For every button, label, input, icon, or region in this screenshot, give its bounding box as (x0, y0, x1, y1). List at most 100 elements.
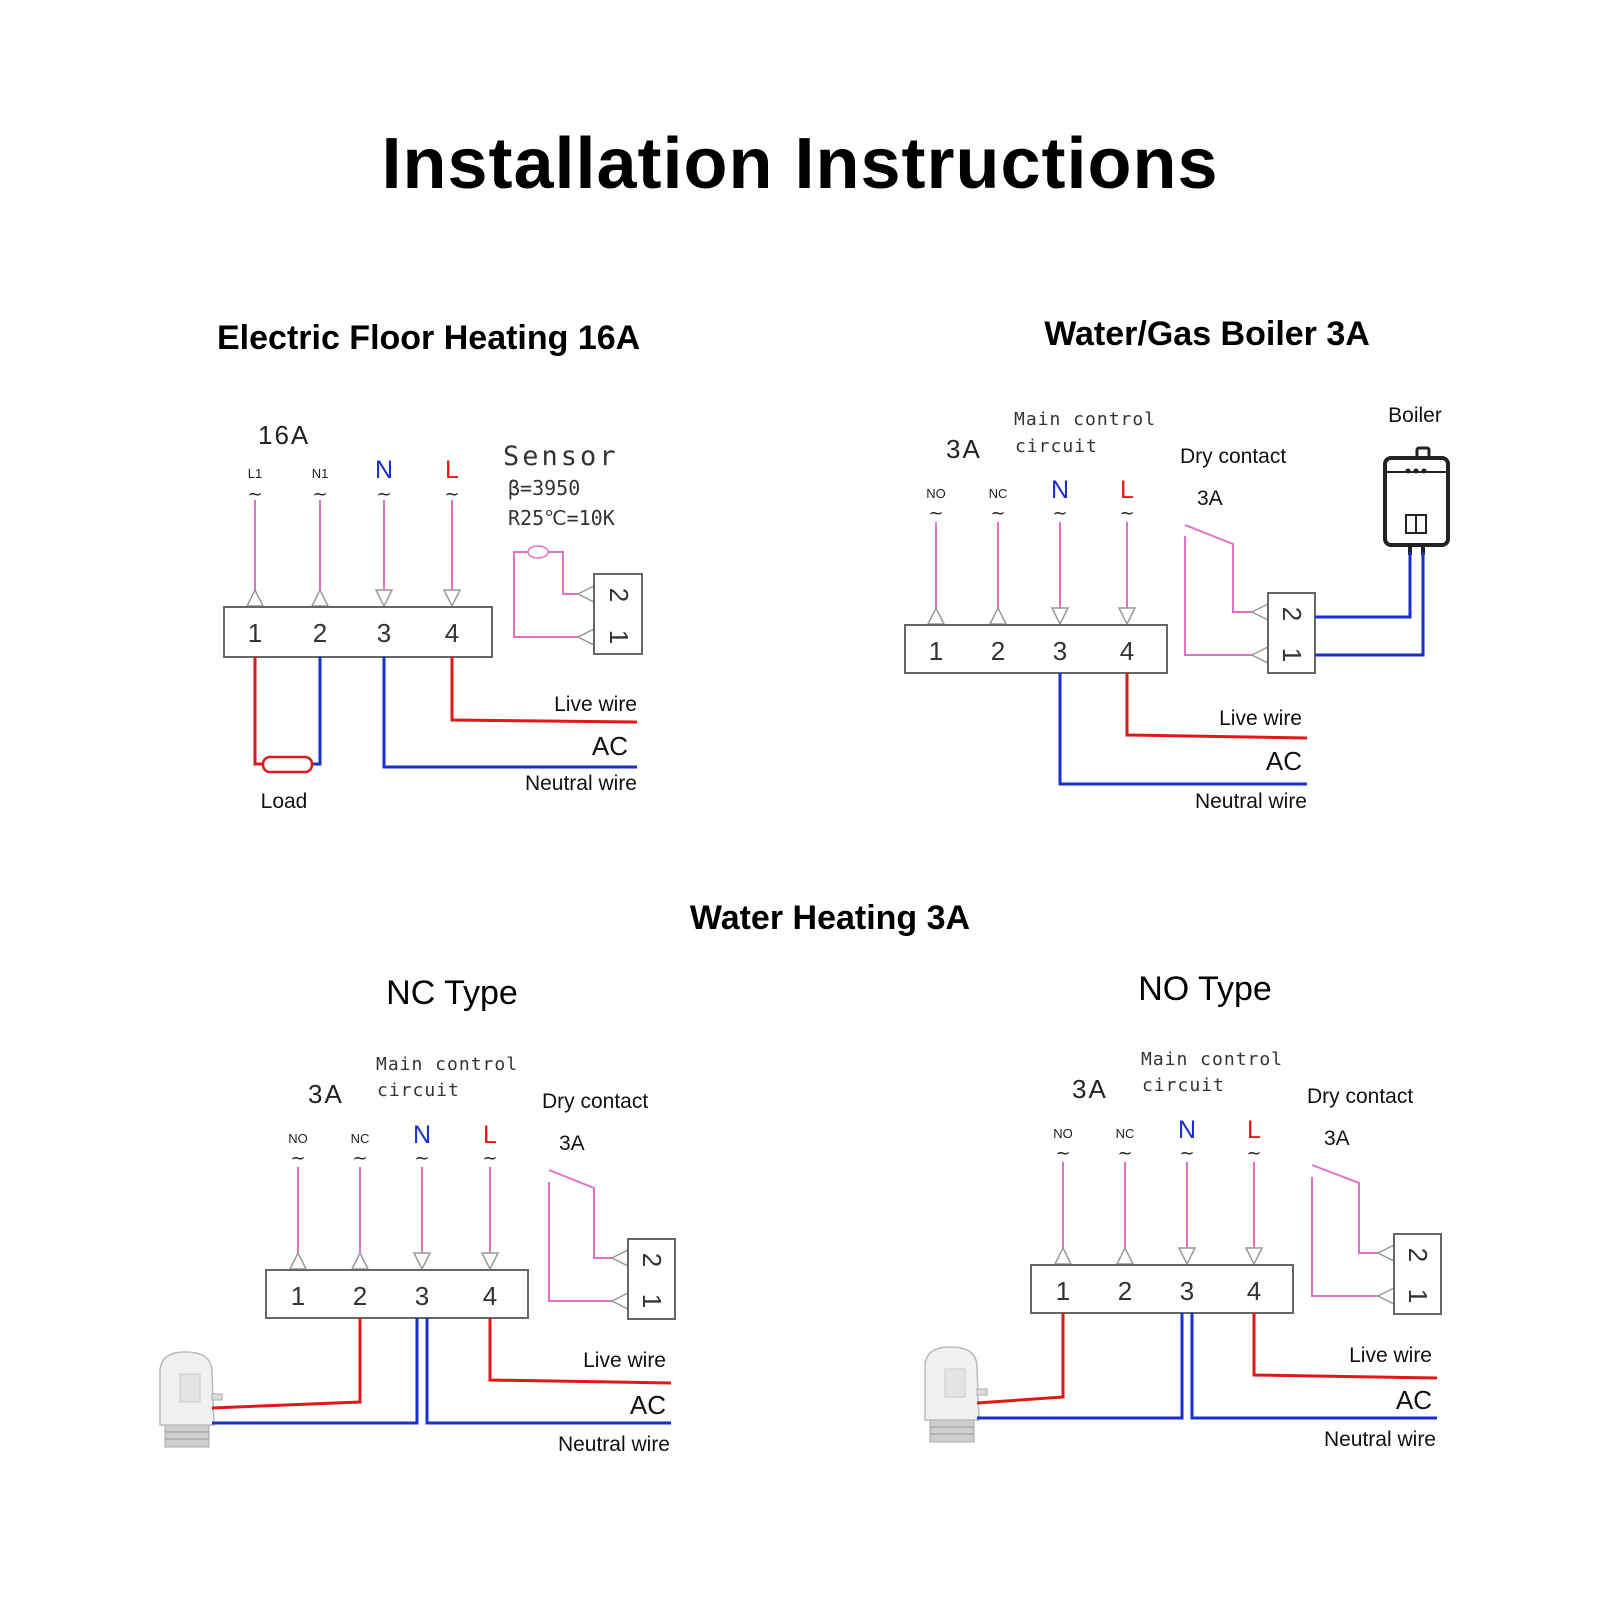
no-dry-contact-label: Dry contact (1307, 1085, 1413, 1108)
floor-terminal-4: 4 (445, 618, 459, 648)
sensor-label: Sensor (503, 441, 619, 472)
floor-terminal-1: 1 (248, 618, 262, 648)
nc-terminal-n-label: N (413, 1121, 431, 1149)
no-actuator-neutral-wire (977, 1313, 1184, 1420)
no-circuit-label: circuit (1142, 1075, 1225, 1096)
boiler-ac-label: AC (1266, 746, 1302, 776)
nc-dry-terminal-2: 2 (637, 1253, 667, 1267)
boiler-ac-tilde: ~ (990, 503, 1005, 524)
nc-dry-switch (548, 1169, 612, 1259)
boiler-heading: Water/Gas Boiler 3A (1044, 315, 1370, 353)
no-up-arrow (1053, 1246, 1073, 1265)
no-down-arrow (1177, 1247, 1197, 1266)
nc-main-control-label: Main control (376, 1054, 518, 1075)
nc-ac-tilde: ~ (352, 1148, 367, 1169)
nc-dry-switch (548, 1182, 612, 1302)
no-ac-tilde: ~ (1246, 1143, 1261, 1164)
nc-terminal-nc-label: NC (351, 1131, 370, 1146)
boiler-terminal-no-label: NO (926, 486, 946, 501)
nc-ac-tilde: ~ (414, 1148, 429, 1169)
boiler-up-arrow (988, 606, 1008, 625)
boiler-ac-tilde: ~ (1119, 503, 1134, 524)
no-live-wire (1252, 1313, 1438, 1380)
floor-neutral-wire (382, 657, 637, 769)
boiler-dry-terminal-2: 2 (1277, 607, 1307, 621)
floor-ac-tilde: ~ (444, 484, 459, 505)
no-dry-switch (1311, 1164, 1378, 1254)
nc-up-arrow (350, 1251, 370, 1270)
nc-dry-arrow (610, 1248, 629, 1268)
floor-live-label: Live wire (554, 693, 637, 716)
boiler-terminal-n-label: N (1051, 476, 1069, 504)
no-terminal-no-label: NO (1053, 1126, 1073, 1141)
nc-ac-tilde: ~ (482, 1148, 497, 1169)
floor-ac-tilde: ~ (247, 484, 262, 505)
floor-terminal-n-label: N (375, 456, 393, 484)
boiler-up-arrow (926, 606, 946, 625)
floor-terminal-l-label: L (445, 456, 459, 484)
no-dry-switch (1311, 1177, 1378, 1297)
nc-circuit-label: circuit (377, 1080, 460, 1101)
nc-neutral-wire (425, 1318, 671, 1425)
sensor-terminal-1: 1 (604, 630, 634, 644)
no-neutral-wire (1190, 1313, 1437, 1420)
boiler-dry-arrow (1250, 645, 1269, 665)
nc-dry-contact-label: Dry contact (542, 1090, 648, 1113)
no-dry-terminal-2: 2 (1403, 1248, 1433, 1262)
boiler-down-arrow (1050, 607, 1070, 626)
boiler-neutral-label: Neutral wire (1195, 790, 1307, 813)
no-down-arrow (1244, 1247, 1264, 1266)
load-heater-icon (261, 755, 314, 774)
water-heating-heading: Water Heating 3A (690, 899, 970, 937)
floor-heating-heading: Electric Floor Heating 16A (217, 319, 640, 357)
no-terminal-block (1030, 1264, 1294, 1314)
page-title: Installation Instructions (381, 124, 1218, 204)
floor-terminal-block (223, 606, 493, 658)
load-live-wire (253, 657, 265, 766)
sensor-wire (548, 551, 578, 595)
nc-neutral-label: Neutral wire (558, 1433, 670, 1456)
floor-ac-tilde: ~ (312, 484, 327, 505)
nc-terminal-l-label: L (483, 1121, 497, 1149)
boiler-dry-arrow (1250, 602, 1269, 622)
floor-up-arrow (245, 588, 265, 607)
no-type-diagram: NO Type 3A Main control circuit Dry cont… (924, 970, 1442, 1451)
floor-down-arrow (374, 589, 394, 608)
nc-terminal-2: 2 (353, 1281, 367, 1311)
nc-actuator-live-wire (211, 1318, 362, 1410)
boiler-diagram: Water/Gas Boiler 3A 3A Main control circ… (904, 315, 1450, 813)
boiler-dry-switch (1184, 524, 1252, 613)
floor-heating-diagram: Electric Floor Heating 16A 16A L1 N1 N L… (217, 319, 643, 813)
sensor-arrow (576, 584, 595, 604)
floor-ac-tilde: ~ (376, 484, 391, 505)
no-terminal-2: 2 (1118, 1276, 1132, 1306)
no-up-arrow (1115, 1246, 1135, 1265)
no-terminal-3: 3 (1180, 1276, 1194, 1306)
boiler-dry-amp-label: 3A (1197, 487, 1223, 510)
floor-terminal-l1-label: L1 (248, 466, 262, 481)
nc-terminal-block (265, 1269, 529, 1319)
floor-live-wire (450, 657, 638, 724)
nc-down-arrow (480, 1252, 500, 1271)
no-terminal-4: 4 (1247, 1276, 1261, 1306)
no-actuator-live-wire (976, 1313, 1065, 1405)
floor-amp-label: 16A (258, 420, 310, 450)
nc-dry-arrow (610, 1291, 629, 1311)
boiler-terminal-l-label: L (1120, 476, 1134, 504)
no-terminal-nc-label: NC (1116, 1126, 1135, 1141)
no-main-control-label: Main control (1141, 1049, 1283, 1070)
floor-terminal-3: 3 (377, 618, 391, 648)
no-ac-tilde: ~ (1055, 1143, 1070, 1164)
no-terminal-l-label: L (1247, 1116, 1261, 1144)
sensor-r25: R25℃=10K (508, 506, 615, 530)
boiler-dry-terminal-block (1267, 592, 1316, 674)
nc-terminal-4: 4 (483, 1281, 497, 1311)
nc-up-arrow (288, 1251, 308, 1270)
nc-dry-terminal-1: 1 (637, 1294, 667, 1308)
load-neutral-wire (310, 657, 322, 766)
nc-terminal-1: 1 (291, 1281, 305, 1311)
no-dry-amp-label: 3A (1324, 1127, 1350, 1150)
boiler-down-arrow (1117, 607, 1137, 626)
no-ac-label: AC (1396, 1385, 1432, 1415)
